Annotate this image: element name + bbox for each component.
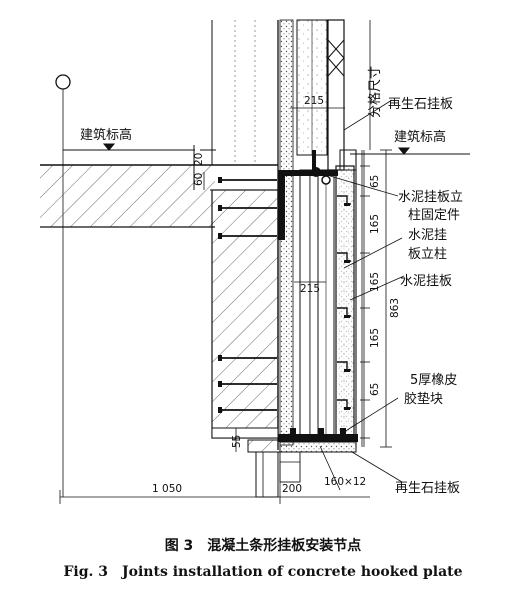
elevation-marker-left — [63, 143, 216, 190]
dim-165-c: 165 — [369, 328, 381, 348]
post-fixing-label-1: 水泥挂板立 — [398, 190, 463, 205]
dim-65-a: 65 — [369, 175, 381, 188]
dim-165-a: 165 — [369, 214, 381, 234]
dim-165-b: 165 — [369, 272, 381, 292]
leader-lines — [319, 99, 405, 491]
building-elevation-right-label: 建筑标高 — [394, 129, 446, 145]
recycled-stone-top-label: 再生石挂板 — [388, 97, 453, 112]
dim-215-top: 215 — [304, 95, 324, 107]
post-fixing-label-2: 柱固定件 — [408, 208, 460, 223]
top-fixing-bracket — [278, 150, 338, 240]
post-label-1: 水泥挂 — [408, 228, 447, 243]
dim-1050: 1 050 — [152, 483, 182, 495]
post-label-2: 板立柱 — [408, 247, 447, 262]
building-elevation-left-label: 建筑标高 — [80, 127, 132, 143]
figure-caption-chinese: 图 3 混凝土条形挂板安装节点 — [164, 538, 362, 554]
dim-863: 863 — [389, 298, 401, 318]
dim-215-mid: 215 — [300, 283, 320, 295]
recycled-stone-bottom-label: 再生石挂板 — [395, 481, 460, 496]
dim-65-b: 65 — [369, 383, 381, 396]
dim-20: 20 — [193, 153, 205, 166]
rubber-pad-label-2: 胶垫块 — [404, 391, 443, 407]
axis-marker — [55, 74, 71, 497]
wall-beam — [211, 20, 279, 450]
dimension-lines — [59, 20, 392, 504]
grid-size-label: 分格尺寸 — [367, 66, 383, 118]
rubber-pad-label-1: 5厚橡皮 — [410, 373, 457, 388]
elevation-marker-right — [350, 147, 470, 155]
dim-60: 60 — [193, 173, 205, 186]
cement-hanging-panels — [335, 165, 355, 439]
cement-panel-post — [299, 169, 335, 441]
cement-panel-label: 水泥挂板 — [400, 274, 452, 289]
floor-slab — [40, 164, 278, 228]
figure-caption-english: Fig. 3 Joints installation of concrete h… — [63, 564, 463, 580]
dim-55: 55 — [231, 435, 243, 448]
bottom-fixing — [247, 428, 358, 453]
anchor-bars — [220, 179, 277, 411]
dim-160x12: 160×12 — [324, 476, 366, 488]
installation-node-drawing: 建筑标高 建筑标高 分格尺寸 再生石挂板 水泥挂板立 柱固定件 水泥挂 板立柱 … — [40, 19, 470, 504]
dim-200: 200 — [282, 483, 302, 495]
